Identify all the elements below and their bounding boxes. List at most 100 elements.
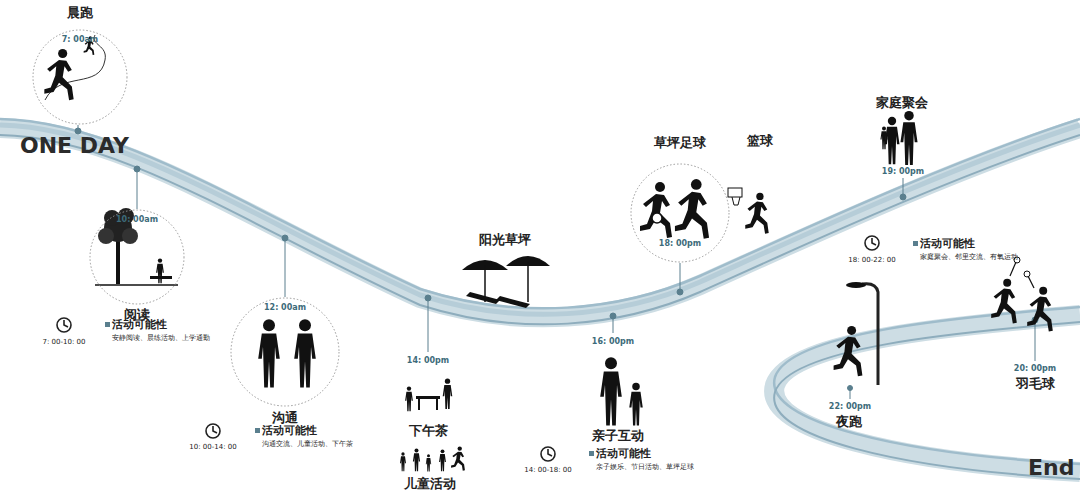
- bullet-square: [913, 241, 918, 246]
- silhouettes: [418, 396, 420, 410]
- activity-heading: 亲子互动: [592, 428, 644, 444]
- silhouettes: [436, 396, 438, 410]
- silhouettes: [122, 228, 138, 244]
- silhouettes: [1027, 287, 1053, 332]
- activity-heading: 晨跑: [67, 5, 93, 21]
- silhouettes: [527, 262, 529, 302]
- time-label: 12: 00am: [264, 303, 306, 313]
- silhouettes: [675, 179, 709, 239]
- silhouettes: [834, 326, 863, 376]
- silhouettes: [1028, 276, 1034, 288]
- activity-heading: 下午茶: [409, 423, 448, 439]
- possibility-heading: 活动可能性: [596, 447, 651, 460]
- time-label: 7: 00am: [62, 35, 98, 45]
- activity-heading: 沟通: [272, 410, 298, 426]
- time-label: 20: 00pm: [1014, 364, 1056, 374]
- silhouettes: [466, 292, 500, 304]
- clock-icon: [548, 449, 552, 456]
- leader-line: [428, 298, 429, 352]
- clock-icon: [206, 424, 220, 438]
- diagram-title: ONE DAY: [20, 133, 129, 159]
- time-circle: 12: 00am沟通: [230, 297, 340, 407]
- silhouettes: [629, 383, 643, 426]
- silhouettes: [426, 454, 431, 471]
- leader-line: [900, 194, 906, 200]
- bullet-square: [105, 322, 110, 327]
- activity-list: 14: 00-18: 00: [524, 466, 571, 474]
- silhouettes: [1024, 271, 1030, 277]
- silhouettes: [413, 448, 420, 471]
- leader-line: [282, 235, 288, 241]
- silhouettes: [652, 213, 662, 223]
- time-label: 16: 00pm: [592, 337, 634, 347]
- silhouettes: [846, 282, 866, 288]
- leader-line: [425, 295, 431, 301]
- silhouettes: [496, 296, 530, 308]
- time-label: 18: 00pm: [659, 239, 701, 249]
- ribbon-lower: [774, 307, 1080, 479]
- leader-line: [848, 386, 853, 391]
- clock-icon: [541, 447, 555, 461]
- silhouettes: [44, 49, 73, 100]
- silhouettes: [1010, 262, 1016, 276]
- time-circle: 10: 00am阅读: [89, 209, 185, 305]
- silhouettes: [45, 35, 105, 100]
- ribbon-main: [0, 125, 1080, 314]
- activity-list: 安静阅读、晨练活动、上学通勤: [112, 334, 210, 342]
- silhouettes: [156, 258, 164, 283]
- possibility-heading: 活动可能性: [262, 424, 317, 437]
- leader-line: [285, 238, 286, 297]
- bullet-square: [105, 241, 918, 456]
- activity-heading: 羽毛球: [1016, 376, 1055, 392]
- activity-list: 家庭聚会、邻里交流、有氧运动: [920, 253, 1018, 261]
- circle-outline: [231, 298, 339, 406]
- leader-line: [134, 166, 140, 172]
- activity-heading: 篮球: [747, 133, 773, 149]
- time-label: 10: 00am: [116, 215, 158, 225]
- activity-list: 18: 00-22: 00: [848, 256, 895, 264]
- bullet-square: [255, 428, 260, 433]
- end-label: End: [1028, 455, 1074, 481]
- silhouettes: [745, 193, 768, 234]
- activity-heading: 阳光草坪: [479, 232, 531, 248]
- activity-list: 沟通交流、儿童活动、下午茶: [262, 440, 353, 448]
- activity-heading: 家庭聚会: [876, 95, 928, 111]
- silhouettes: [600, 357, 622, 425]
- activity-heading: 草坪足球: [654, 135, 706, 151]
- clock-icon: [865, 236, 879, 250]
- activity-heading: 夜跑: [836, 414, 862, 430]
- leader-line: [610, 313, 616, 319]
- clock-icon: [213, 426, 217, 433]
- ribbon-main: [0, 119, 1080, 308]
- silhouettes: [44, 35, 1052, 471]
- time-circle: 草坪足球18: 00pm: [630, 163, 730, 263]
- activity-heading: 儿童活动: [404, 476, 456, 492]
- possibility-heading: 活动可能性: [920, 237, 975, 250]
- activity-list: 10: 00-14: 00: [189, 443, 236, 451]
- leader-line: [677, 289, 683, 295]
- silhouettes: [451, 446, 465, 470]
- silhouettes: [405, 386, 413, 411]
- ribbon-main: [0, 119, 1080, 324]
- time-label: 22: 00pm: [829, 402, 871, 412]
- silhouettes: [640, 182, 672, 238]
- silhouettes: [258, 319, 280, 387]
- clock-icon: [57, 236, 879, 461]
- time-label: 14: 00pm: [407, 356, 449, 366]
- circle-outline: [33, 30, 127, 124]
- leader-line: [75, 125, 1038, 399]
- silhouettes: [400, 452, 406, 471]
- silhouettes: [885, 117, 900, 164]
- leader-line: [137, 169, 138, 209]
- possibility-heading: 活动可能性: [112, 318, 167, 331]
- silhouettes: [732, 197, 740, 205]
- silhouettes: [95, 284, 178, 286]
- clock-icon: [64, 320, 68, 327]
- clock-icon: [57, 318, 71, 332]
- circle-outline: [631, 164, 729, 262]
- silhouettes: [98, 228, 114, 244]
- silhouettes: [443, 379, 453, 409]
- ribbon-lower: [774, 307, 1080, 464]
